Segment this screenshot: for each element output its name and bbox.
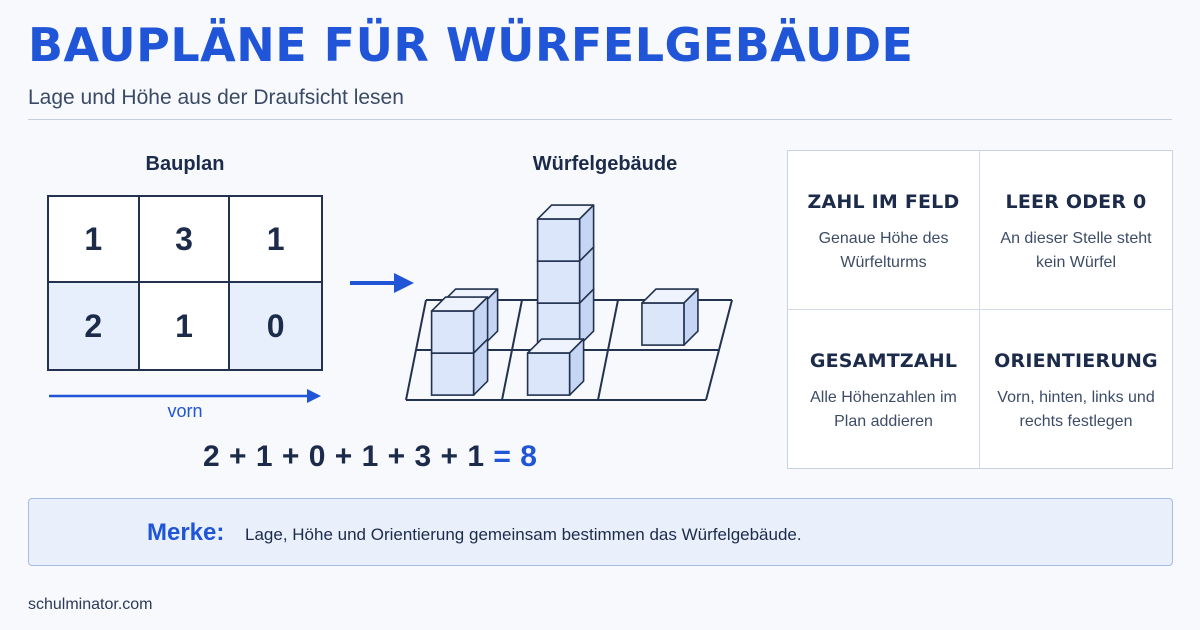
cube-building-illustration xyxy=(405,204,733,401)
sum-equals: = xyxy=(493,440,512,473)
legend-item: ZAHL IM FELD Genaue Höhe des Würfelturms xyxy=(788,151,980,310)
note-text: Lage, Höhe und Orientierung gemeinsam be… xyxy=(245,525,802,544)
arrow-right-icon xyxy=(350,273,414,293)
cube-stack xyxy=(526,338,585,396)
cube xyxy=(430,296,489,354)
cube xyxy=(641,288,699,346)
cube xyxy=(526,338,585,396)
header-divider xyxy=(28,119,1172,120)
legend-text: Vorn, hinten, links und rechts festlegen xyxy=(997,388,1155,430)
legend-item: LEER ODER 0 An dieser Stelle steht kein … xyxy=(980,151,1172,310)
plan-cell: 1 xyxy=(49,197,140,283)
cube xyxy=(536,204,595,262)
note-box: Merke: Lage, Höhe und Orientierung gemei… xyxy=(28,498,1173,566)
cube-stack xyxy=(536,204,595,346)
plan-grid: 1 3 1 2 1 0 xyxy=(47,195,323,371)
legend-heading: ORIENTIERUNG xyxy=(994,349,1158,372)
sum-equation: 2 + 1 + 0 + 1 + 3 + 1 = 8 xyxy=(203,440,537,474)
plan-cell: 1 xyxy=(139,283,231,369)
plan-cell: 2 xyxy=(49,283,140,369)
sum-result: 8 xyxy=(520,440,538,473)
building-label: Würfelgebäude xyxy=(532,153,678,175)
cube-front xyxy=(430,352,475,396)
cube-stack xyxy=(430,296,489,396)
plan-cell: 3 xyxy=(139,197,231,283)
sum-expression: 2 + 1 + 0 + 1 + 3 + 1 xyxy=(203,440,485,473)
legend-item: GESAMTZAHL Alle Höhenzahlen im Plan addi… xyxy=(788,309,980,468)
legend-heading: LEER ODER 0 xyxy=(1005,191,1147,213)
cube-front xyxy=(430,310,475,354)
front-arrow-icon xyxy=(49,389,321,403)
legend-text: Genaue Höhe des Würfelturms xyxy=(818,230,949,271)
legend-heading: ZAHL IM FELD xyxy=(807,191,960,213)
footer-brand: schulminator.com xyxy=(28,596,153,613)
legend-item: ORIENTIERUNG Vorn, hinten, links und rec… xyxy=(980,310,1172,469)
note-key: Merke: xyxy=(147,519,225,546)
cube-front xyxy=(641,302,685,346)
cube-front xyxy=(536,260,581,304)
cube-stacks xyxy=(430,204,699,396)
plan-label: Bauplan xyxy=(145,153,225,175)
legend-text: Alle Höhenzahlen im Plan addieren xyxy=(810,388,957,430)
page-subtitle: Lage und Höhe aus der Draufsicht lesen xyxy=(28,86,404,109)
legend-panel: ZAHL IM FELD Genaue Höhe des Würfelturms… xyxy=(787,150,1173,469)
legend-heading: GESAMTZAHL xyxy=(809,349,958,372)
cube-front xyxy=(526,352,571,396)
cube-stack xyxy=(641,288,699,346)
cube-front xyxy=(536,218,581,262)
page-title: BAUPLÄNE FÜR WÜRFELGEBÄUDE xyxy=(28,18,914,72)
legend-text: An dieser Stelle steht kein Würfel xyxy=(1000,230,1152,271)
front-label: vorn xyxy=(167,401,203,421)
plan-cell: 1 xyxy=(230,197,321,283)
plan-cell: 0 xyxy=(230,283,321,369)
